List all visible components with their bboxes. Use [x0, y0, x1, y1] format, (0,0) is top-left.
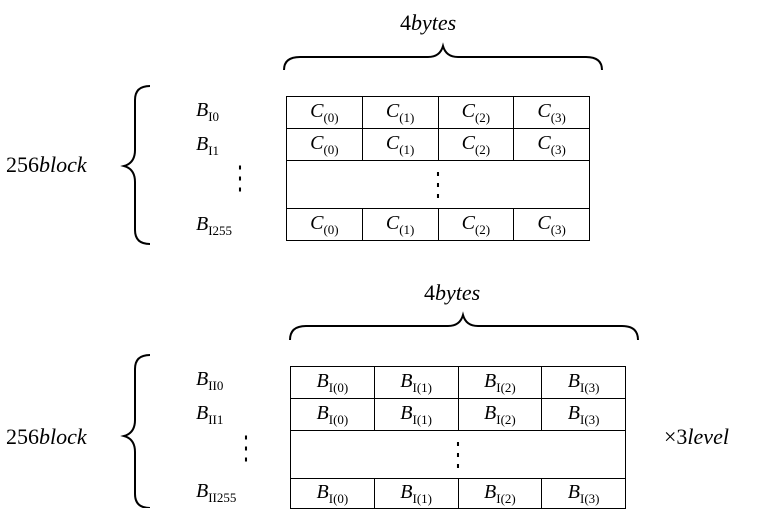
table-cell: C(3)	[513, 208, 590, 241]
table-cell: BI(2)	[457, 366, 543, 399]
table-cell: C(2)	[437, 96, 515, 129]
table-cell: BI(0)	[290, 398, 375, 431]
top-block-table: C(0) C(1) C(2) C(3) C(0) C(1) C(2) C(3) …	[286, 96, 590, 241]
top-count-brace	[120, 85, 151, 245]
table-row: BI(0) BI(1) BI(2) BI(3)	[290, 366, 626, 399]
table-cell: C(1)	[361, 128, 439, 161]
bottom-row-label-1: BII1	[196, 402, 224, 427]
bottom-row-label-3: BII255	[196, 480, 237, 505]
table-row-ellipsis: ⋮	[290, 430, 626, 479]
top-row-label-0: BI0	[196, 99, 220, 124]
table-row: BI(0) BI(1) BI(2) BI(3)	[290, 478, 626, 509]
table-row-ellipsis: ⋮	[286, 160, 590, 209]
bottom-block-table: BI(0) BI(1) BI(2) BI(3) BI(0) BI(1) BI(2…	[290, 366, 626, 509]
table-cell: C(0)	[286, 96, 363, 129]
table-cell: C(1)	[361, 208, 439, 241]
table-cell: BI(2)	[457, 478, 543, 509]
table-cell: BI(1)	[373, 398, 459, 431]
table-cell: C(0)	[286, 208, 363, 241]
table-cell-ellipsis: ⋮	[286, 160, 590, 209]
top-row-label-3: BI255	[196, 213, 233, 238]
table-row: C(0) C(1) C(2) C(3)	[286, 96, 590, 129]
table-cell: BI(3)	[541, 478, 626, 509]
table-cell: C(1)	[361, 96, 439, 129]
table-row: C(0) C(1) C(2) C(3)	[286, 128, 590, 161]
top-width-label: 4bytes	[400, 10, 457, 35]
table-cell: C(3)	[513, 96, 590, 129]
table-cell: BI(0)	[290, 366, 375, 399]
table-cell: BI(2)	[457, 398, 543, 431]
top-row-label-ellipsis: ⋮	[230, 161, 250, 197]
bottom-count-label: 256block	[6, 424, 87, 449]
bottom-row-label-0: BII0	[196, 368, 224, 393]
top-count-label: 256block	[6, 152, 87, 177]
table-row: C(0) C(1) C(2) C(3)	[286, 208, 590, 241]
level-multiplier-label: ×3level	[664, 424, 729, 449]
bottom-row-label-ellipsis: ⋮	[236, 431, 256, 467]
table-cell: C(3)	[513, 128, 590, 161]
table-cell: BI(0)	[290, 478, 375, 509]
bottom-width-brace	[289, 311, 639, 341]
table-cell: BI(1)	[373, 478, 459, 509]
table-cell: BI(3)	[541, 398, 626, 431]
table-cell: BI(3)	[541, 366, 626, 399]
table-cell: C(0)	[286, 128, 363, 161]
top-row-label-1: BI1	[196, 133, 220, 158]
bottom-width-label: 4bytes	[424, 280, 481, 305]
top-width-brace	[283, 42, 603, 71]
bottom-count-brace	[120, 354, 151, 508]
table-cell: C(2)	[437, 128, 515, 161]
table-cell: C(2)	[437, 208, 515, 241]
table-cell-ellipsis: ⋮	[290, 430, 626, 479]
table-cell: BI(1)	[373, 366, 459, 399]
table-row: BI(0) BI(1) BI(2) BI(3)	[290, 398, 626, 431]
